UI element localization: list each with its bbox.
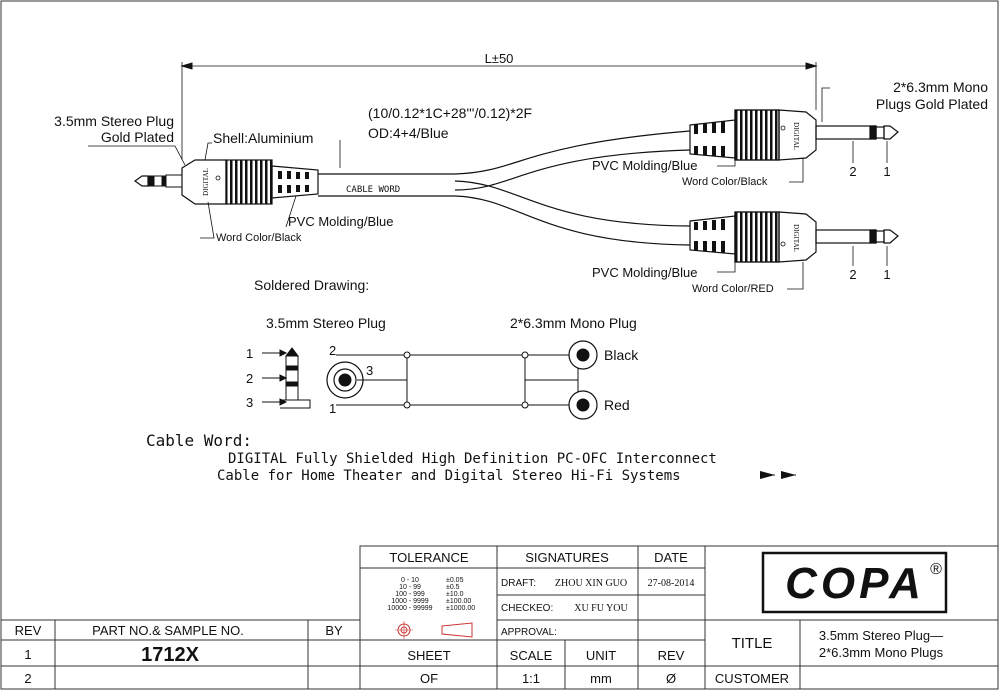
top-pin-1: 1 bbox=[883, 164, 890, 179]
cable-word-heading: Cable Word: bbox=[146, 431, 252, 450]
title-label: TITLE bbox=[732, 635, 773, 652]
svg-text:±0.05: ±0.05 bbox=[446, 577, 464, 584]
soldered-drawing-title: Soldered Drawing: bbox=[254, 277, 369, 293]
scale-label: SCALE bbox=[510, 648, 553, 663]
bottom-pin-1: 1 bbox=[883, 267, 890, 282]
signatures-header: SIGNATURES bbox=[525, 550, 609, 565]
svg-text:±0.5: ±0.5 bbox=[446, 584, 460, 591]
draft-date: 27-08-2014 bbox=[648, 578, 695, 589]
sheet-label: SHEET bbox=[407, 648, 450, 663]
soldered-stereo-label: 3.5mm Stereo Plug bbox=[266, 315, 386, 331]
title-value-2: 2*6.3mm Mono Plugs bbox=[819, 645, 944, 660]
by-header: BY bbox=[325, 623, 343, 638]
cable bbox=[318, 130, 691, 246]
svg-text:±100.00: ±100.00 bbox=[446, 598, 471, 605]
top-pin-2: 2 bbox=[849, 164, 856, 179]
svg-text:10000 - 99999: 10000 - 99999 bbox=[387, 605, 432, 612]
cable-word-tag: CABLE WORD bbox=[346, 185, 400, 195]
revision-value: Ø bbox=[666, 671, 676, 686]
checked-name: XU FU YOU bbox=[574, 603, 628, 614]
draft-label: DRAFT: bbox=[501, 578, 536, 589]
title-block bbox=[0, 545, 999, 690]
pvc-molding-left-label: PVC Molding/Blue bbox=[288, 214, 394, 229]
part-number: 1712X bbox=[141, 644, 199, 666]
stereo-pin-2: 2 bbox=[246, 371, 253, 386]
registered-mark: ® bbox=[930, 561, 942, 578]
soldered-diagram bbox=[262, 340, 598, 420]
date-header: DATE bbox=[654, 550, 688, 565]
soldered-mono-label: 2*6.3mm Mono Plug bbox=[510, 315, 637, 331]
rev-row-2: 2 bbox=[24, 671, 31, 686]
title-value-1: 3.5mm Stereo Plug— bbox=[819, 628, 943, 643]
cable-assembly bbox=[88, 62, 899, 290]
stereo-plug-label-2: Gold Plated bbox=[101, 129, 174, 145]
svg-text:10 - 99: 10 - 99 bbox=[399, 584, 421, 591]
checked-label: CHECKEO: bbox=[501, 603, 553, 614]
word-color-bottom-label: Word Color/RED bbox=[692, 283, 774, 295]
svg-text:±10.0: ±10.0 bbox=[446, 591, 464, 598]
jack-pin-3: 3 bbox=[366, 363, 373, 378]
logo-frame bbox=[761, 551, 948, 614]
stereo-plug-left bbox=[133, 159, 319, 205]
red-label: Red bbox=[604, 397, 630, 413]
svg-text:100 - 999: 100 - 999 bbox=[395, 591, 425, 598]
word-color-top-label: Word Color/Black bbox=[682, 176, 768, 188]
rev-row-1: 1 bbox=[24, 647, 31, 662]
tolerance-table: 0 - 10 ±0.05 10 - 99 ±0.5 100 - 999 ±10.… bbox=[387, 577, 475, 612]
digital-mark-left: DIGITAL bbox=[202, 168, 210, 196]
approval-label: APPROVAL: bbox=[501, 627, 557, 638]
part-header: PART NO.& SAMPLE NO. bbox=[92, 623, 244, 638]
pvc-molding-bottom-label: PVC Molding/Blue bbox=[592, 265, 698, 280]
mono-plug-top bbox=[689, 109, 899, 161]
mono-plug-label-1: 2*6.3mm Mono bbox=[893, 79, 988, 95]
black-label: Black bbox=[604, 347, 639, 363]
stereo-plug-label-1: 3.5mm Stereo Plug bbox=[54, 113, 174, 129]
leader-lines bbox=[88, 87, 888, 290]
svg-text:1000 - 9999: 1000 - 9999 bbox=[391, 598, 428, 605]
pvc-molding-left bbox=[271, 165, 319, 199]
sheet-value: OF bbox=[420, 671, 438, 686]
word-color-left-label: Word Color/Black bbox=[216, 232, 302, 244]
shell-label: Shell:Aluminium bbox=[213, 130, 313, 146]
bottom-pin-2: 2 bbox=[849, 267, 856, 282]
revision-label: REV bbox=[658, 648, 685, 663]
length-dimension: L±50 bbox=[485, 51, 514, 66]
copa-logo: COPA bbox=[785, 559, 925, 608]
jack-pin-1: 1 bbox=[329, 401, 336, 416]
cable-word-line-1: DIGITAL Fully Shielded High Definition P… bbox=[228, 451, 717, 467]
cable-spec: (10/0.12*1C+28'''/0.12)*2F bbox=[368, 105, 532, 121]
pvc-molding-top-label: PVC Molding/Blue bbox=[592, 158, 698, 173]
unit-label: UNIT bbox=[586, 648, 616, 663]
digital-mark-top: DIGITAL bbox=[792, 122, 800, 150]
customer-label: CUSTOMER bbox=[715, 671, 789, 686]
stereo-pin-1: 1 bbox=[246, 346, 253, 361]
cable-word-line-2: Cable for Home Theater and Digital Stere… bbox=[217, 468, 681, 484]
draft-name: ZHOU XIN GUO bbox=[555, 578, 627, 589]
digital-mark-bottom: DIGITAL bbox=[792, 224, 800, 252]
cable-od: OD:4+4/Blue bbox=[368, 125, 449, 141]
double-arrow-icon bbox=[760, 471, 796, 479]
scale-value: 1:1 bbox=[522, 671, 540, 686]
tolerance-header: TOLERANCE bbox=[389, 550, 469, 565]
mono-plug-bottom bbox=[689, 211, 899, 263]
stereo-pin-3: 3 bbox=[246, 395, 253, 410]
rev-header: REV bbox=[15, 623, 42, 638]
svg-text:0 - 10: 0 - 10 bbox=[401, 577, 419, 584]
unit-value: mm bbox=[590, 671, 612, 686]
mono-plug-label-2: Plugs Gold Plated bbox=[876, 96, 988, 112]
jack-pin-2: 2 bbox=[329, 343, 336, 358]
stereo-plug-pins bbox=[262, 347, 311, 409]
svg-text:±1000.00: ±1000.00 bbox=[446, 605, 475, 612]
